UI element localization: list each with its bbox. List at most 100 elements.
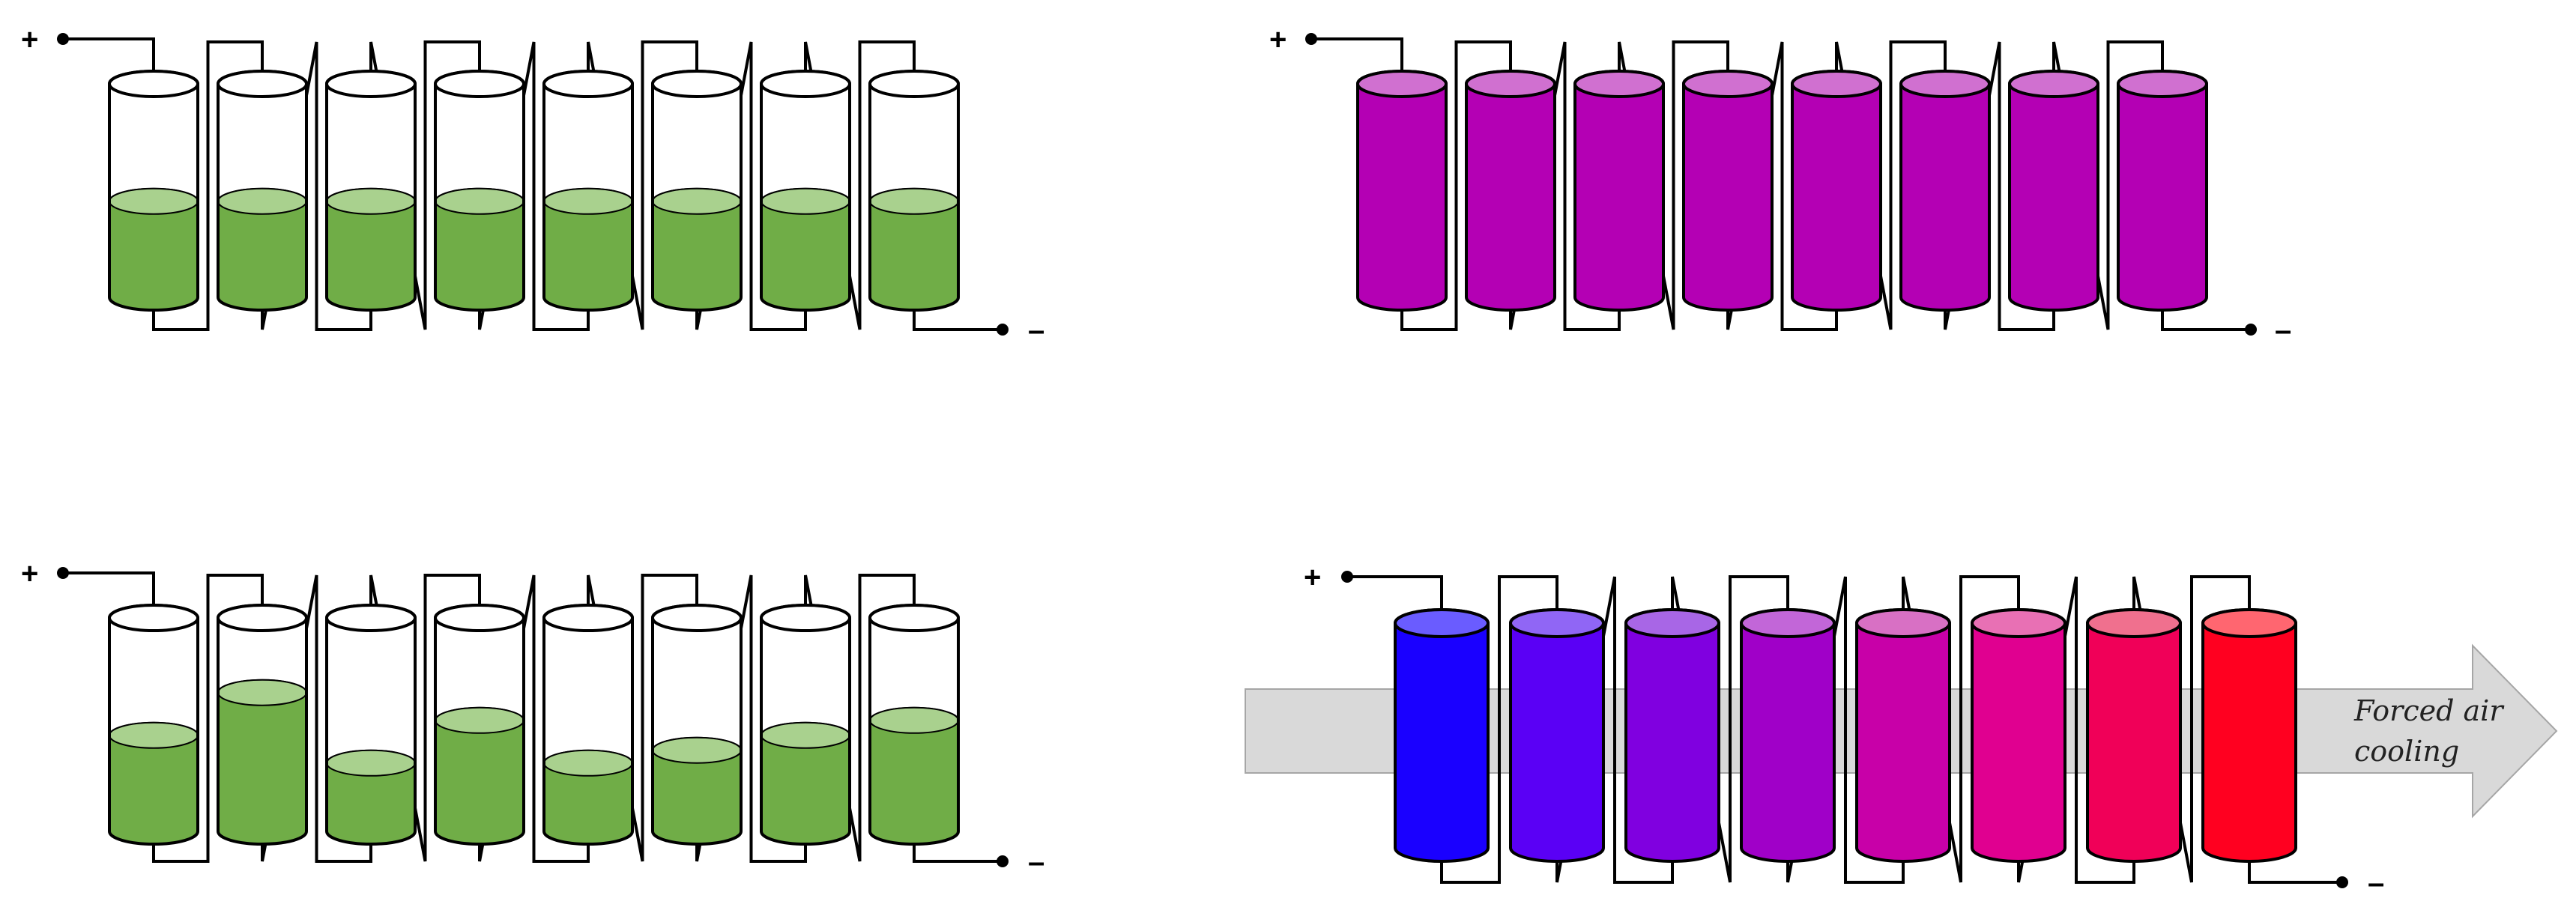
- battery-cell: [542, 604, 634, 846]
- negative-label: –: [2368, 867, 2384, 900]
- battery-cell: [760, 604, 851, 846]
- cell-body: [2117, 70, 2208, 312]
- charge-surface: [109, 187, 199, 215]
- charge-surface: [326, 187, 416, 215]
- battery-cell: [1624, 608, 1720, 863]
- cell-cap: [434, 604, 525, 632]
- battery-cell: [868, 70, 960, 312]
- battery-cell: [542, 70, 634, 312]
- cell-cap: [868, 70, 960, 98]
- cell-cap: [1682, 70, 1774, 98]
- negative-terminal: [997, 855, 1009, 867]
- battery-cell: [760, 70, 851, 312]
- cell-body: [1573, 70, 1665, 312]
- cell-body: [1394, 608, 1490, 863]
- battery-cell: [1573, 70, 1665, 312]
- cell-body: [1356, 70, 1448, 312]
- arrow-caption-line2: cooling: [2354, 735, 2459, 768]
- battery-cell: [1971, 608, 2066, 863]
- positive-terminal: [1341, 571, 1353, 583]
- charge-surface: [761, 721, 850, 749]
- cell-cap: [325, 70, 417, 98]
- negative-label: –: [1028, 846, 1044, 879]
- battery-cell: [1740, 608, 1836, 863]
- battery-cell: [2086, 608, 2182, 863]
- cell-body: [2008, 70, 2099, 312]
- cell-cap: [2201, 608, 2297, 638]
- negative-terminal: [997, 324, 1009, 336]
- cell-body: [1509, 608, 1605, 863]
- charge-surface: [435, 187, 524, 215]
- cell-cap: [1573, 70, 1665, 98]
- charge-surface: [217, 679, 307, 706]
- cell-cap: [760, 604, 851, 632]
- battery-cell: [1791, 70, 1882, 312]
- cell-cap: [325, 604, 417, 632]
- battery-cell: [2201, 608, 2297, 863]
- battery-cell: [217, 604, 308, 846]
- series-wire: [63, 571, 1003, 863]
- cell-cap: [1791, 70, 1882, 98]
- charge-surface: [869, 187, 959, 215]
- panel-temperature-gradient: Forced air cooling +–: [1245, 561, 2558, 900]
- positive-label: +: [21, 23, 38, 56]
- cell-cap: [217, 604, 308, 632]
- cell-body: [1791, 70, 1882, 312]
- charge-surface: [109, 721, 199, 749]
- battery-cell: [325, 70, 417, 312]
- battery-cell: [434, 70, 525, 312]
- cell-cap: [651, 70, 743, 98]
- cell-cap: [542, 604, 634, 632]
- cell-cap: [217, 70, 308, 98]
- cell-cap: [1394, 608, 1490, 638]
- cell-cap: [1465, 70, 1556, 98]
- cell-body: [1624, 608, 1720, 863]
- battery-cell: [2008, 70, 2099, 312]
- cell-body: [1899, 70, 1991, 312]
- battery-cell: [108, 70, 199, 312]
- charge-surface: [652, 187, 742, 215]
- battery-cell: [1682, 70, 1774, 312]
- cell-cap: [1740, 608, 1836, 638]
- series-wire: [1311, 37, 2251, 331]
- battery-cell: [325, 604, 417, 846]
- positive-terminal: [57, 33, 69, 45]
- battery-cell: [1899, 70, 1991, 312]
- negative-label: –: [1028, 314, 1044, 347]
- positive-label: +: [21, 557, 38, 590]
- panel-uniform-charge: +–: [21, 23, 1044, 347]
- cell-body: [2086, 608, 2182, 863]
- cell-cap: [868, 604, 960, 632]
- cell-cap: [2117, 70, 2208, 98]
- cell-cap: [434, 70, 525, 98]
- battery-cell: [651, 604, 743, 846]
- series-wire: [63, 37, 1003, 331]
- charge-surface: [869, 706, 959, 734]
- negative-terminal: [2245, 324, 2257, 336]
- battery-cell: [217, 70, 308, 312]
- charge-surface: [652, 736, 742, 764]
- cell-body: [1971, 608, 2066, 863]
- cell-cap: [1356, 70, 1448, 98]
- cell-cap: [760, 70, 851, 98]
- battery-cell: [434, 604, 525, 846]
- negative-terminal: [2336, 876, 2348, 888]
- cell-body: [1682, 70, 1774, 312]
- charge-surface: [543, 749, 633, 777]
- positive-terminal: [1305, 33, 1317, 45]
- cell-cap: [542, 70, 634, 98]
- battery-cell: [651, 70, 743, 312]
- battery-cell: [1855, 608, 1951, 863]
- battery-cell: [1465, 70, 1556, 312]
- battery-cell: [108, 604, 199, 846]
- positive-terminal: [57, 567, 69, 579]
- cell-cap: [651, 604, 743, 632]
- charge-surface: [543, 187, 633, 215]
- cell-cap: [2086, 608, 2182, 638]
- cell-cap: [1971, 608, 2066, 638]
- battery-cell: [2117, 70, 2208, 312]
- battery-cell: [1394, 608, 1490, 863]
- cell-cap: [108, 604, 199, 632]
- cell-body: [1465, 70, 1556, 312]
